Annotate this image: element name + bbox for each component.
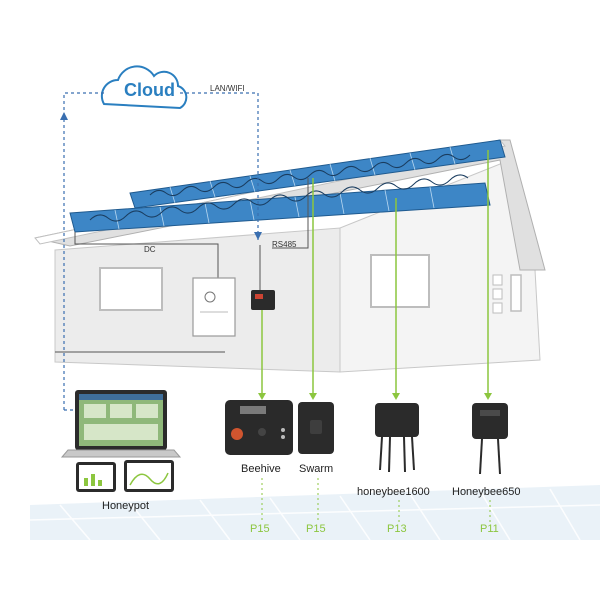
connector-arrows (258, 393, 492, 400)
rs485-label: RS485 (272, 240, 297, 249)
window-left (99, 267, 163, 311)
laptop-icon (60, 390, 182, 458)
beehive-wall-unit (251, 290, 275, 310)
inverter (192, 277, 236, 337)
solar-array-upper (129, 139, 506, 209)
beehive-device (225, 400, 293, 455)
network-lines (63, 92, 259, 411)
house (54, 159, 541, 373)
honeybee1600-port-label: P13 (387, 523, 407, 535)
network-label: LAN/WIFI (210, 84, 245, 93)
honeybee650-label: Honeybee650 (452, 486, 521, 498)
swarm-device (298, 402, 334, 454)
swarm-label: Swarm (299, 463, 334, 475)
solar-array-lower (69, 174, 491, 233)
honeybee650-port-label: P11 (480, 523, 499, 535)
cloud-label: Cloud (124, 80, 175, 100)
beehive-port-label: P15 (250, 523, 270, 535)
phone-icon (124, 460, 174, 492)
window-right (510, 274, 522, 312)
port-dashes (261, 478, 491, 522)
honeybee650-device (472, 403, 508, 475)
tablet-icon (76, 462, 116, 492)
dc-label: DC (144, 245, 156, 254)
green-connectors (261, 150, 489, 395)
wiring (55, 178, 309, 353)
honeybee1600-label: honeybee1600 (357, 486, 430, 498)
honeypot-label: Honeypot (102, 500, 150, 512)
window-middle (370, 254, 430, 308)
arrow-down-icon (254, 232, 262, 240)
ground-panels (29, 485, 600, 541)
swarm-port-label: P15 (306, 523, 326, 535)
cloud-icon (100, 65, 188, 110)
beehive-label: Beehive (241, 463, 281, 475)
honeybee1600-device (375, 403, 419, 473)
arrow-up-icon (60, 112, 68, 120)
